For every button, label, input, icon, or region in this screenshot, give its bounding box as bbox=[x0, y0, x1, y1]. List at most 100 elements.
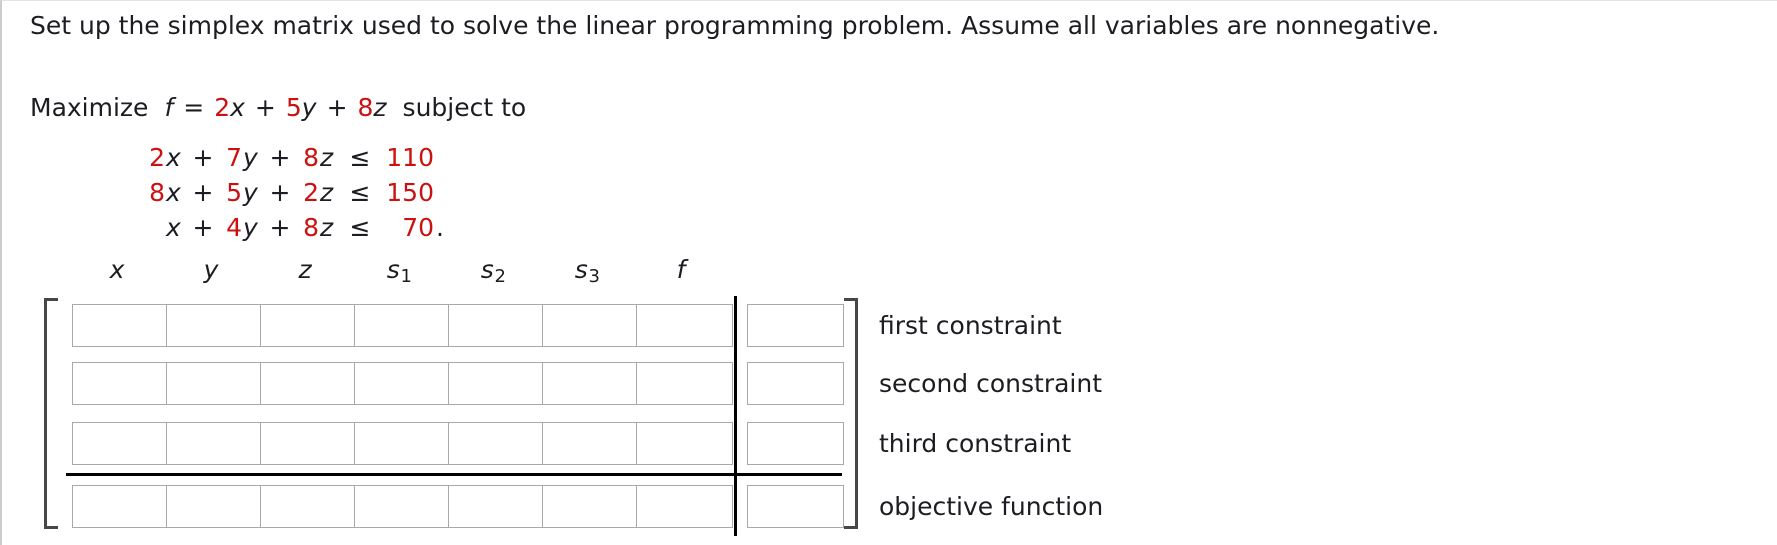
matrix-input-row1-col5[interactable] bbox=[448, 304, 545, 347]
matrix-input-row1-col7[interactable] bbox=[636, 304, 733, 347]
coef: 4 bbox=[226, 213, 242, 242]
matrix-input-row4-col6[interactable] bbox=[542, 485, 639, 528]
matrix-input-row2-col6[interactable] bbox=[542, 362, 639, 405]
matrix-input-row1-col1[interactable] bbox=[72, 304, 169, 347]
matrix-right-bracket bbox=[844, 298, 858, 529]
matrix-input-row1-col3[interactable] bbox=[260, 304, 357, 347]
objective-var-y: y bbox=[301, 93, 317, 122]
coef: 5 bbox=[226, 178, 242, 207]
plus-sign: + bbox=[192, 213, 214, 242]
column-header-y: y bbox=[204, 253, 219, 289]
variable: x bbox=[166, 178, 181, 207]
column-header-x: x bbox=[110, 253, 125, 289]
objective-function-var: f bbox=[164, 93, 174, 122]
matrix-input-row2-col2[interactable] bbox=[166, 362, 263, 405]
variable: y bbox=[243, 178, 258, 207]
matrix-input-row4-col4[interactable] bbox=[354, 485, 451, 528]
matrix-input-row4-col5[interactable] bbox=[448, 485, 545, 528]
coef: 8 bbox=[303, 213, 319, 242]
coef: 2 bbox=[149, 143, 165, 172]
header-base: s bbox=[574, 255, 588, 284]
objective-coef-z: 8 bbox=[357, 93, 374, 122]
matrix-input-row3-col2[interactable] bbox=[166, 422, 263, 465]
plus-sign: + bbox=[192, 178, 214, 207]
column-header-z: z bbox=[298, 253, 311, 289]
matrix-input-row2-col4[interactable] bbox=[354, 362, 451, 405]
equals-sign: = bbox=[183, 93, 205, 122]
column-header-s3: s3 bbox=[574, 253, 600, 289]
column-header-s1: s1 bbox=[386, 253, 412, 289]
matrix-input-row3-col4[interactable] bbox=[354, 422, 451, 465]
plus-sign: + bbox=[269, 143, 291, 172]
plus-sign: + bbox=[269, 178, 291, 207]
coef: 8 bbox=[149, 178, 165, 207]
matrix-input-row2-col1[interactable] bbox=[72, 362, 169, 405]
plus-sign: + bbox=[254, 93, 276, 122]
header-base: f bbox=[676, 255, 686, 284]
matrix-input-row1-col6[interactable] bbox=[542, 304, 639, 347]
header-sub: 3 bbox=[588, 266, 600, 288]
coef: 7 bbox=[226, 143, 242, 172]
header-sub: 2 bbox=[494, 266, 506, 288]
header-sub: 1 bbox=[400, 266, 412, 288]
variable: z bbox=[320, 143, 334, 172]
coef: 8 bbox=[303, 143, 319, 172]
matrix-input-row4-col8-rhs[interactable] bbox=[747, 485, 844, 528]
objective-row-divider-line bbox=[66, 473, 842, 476]
row-label-first-constraint: first constraint bbox=[879, 311, 1062, 340]
coef: 2 bbox=[303, 178, 319, 207]
matrix-input-row3-col7[interactable] bbox=[636, 422, 733, 465]
header-base: z bbox=[298, 255, 312, 284]
matrix-input-row2-col7[interactable] bbox=[636, 362, 733, 405]
matrix-input-row3-col3[interactable] bbox=[260, 422, 357, 465]
augmented-column-divider-line bbox=[734, 296, 737, 536]
objective-coef-y: 5 bbox=[285, 93, 302, 122]
matrix-input-row3-col5[interactable] bbox=[448, 422, 545, 465]
matrix-input-row4-col3[interactable] bbox=[260, 485, 357, 528]
matrix-input-row4-col2[interactable] bbox=[166, 485, 263, 528]
header-base: s bbox=[480, 255, 494, 284]
matrix-input-row1-col8-rhs[interactable] bbox=[747, 304, 844, 347]
objective-var-z: z bbox=[373, 93, 387, 122]
matrix-input-row1-col4[interactable] bbox=[354, 304, 451, 347]
objective-coef-x: 2 bbox=[214, 93, 231, 122]
matrix-left-bracket bbox=[44, 298, 58, 529]
problem-statement: Set up the simplex matrix used to solve … bbox=[30, 11, 1440, 40]
variable: x bbox=[166, 143, 181, 172]
objective-var-x: x bbox=[230, 93, 245, 122]
variable: z bbox=[320, 178, 334, 207]
matrix-input-row3-col1[interactable] bbox=[72, 422, 169, 465]
column-header-f: f bbox=[677, 253, 686, 289]
variable: y bbox=[243, 143, 258, 172]
matrix-input-row2-col3[interactable] bbox=[260, 362, 357, 405]
objective-suffix: subject to bbox=[402, 93, 527, 122]
row-label-third-constraint: third constraint bbox=[879, 429, 1072, 458]
variable: x bbox=[166, 213, 181, 242]
matrix-input-row2-col5[interactable] bbox=[448, 362, 545, 405]
plus-sign: + bbox=[326, 93, 348, 122]
leq-sign: ≤ bbox=[349, 213, 371, 242]
plus-sign: + bbox=[269, 213, 291, 242]
matrix-input-row4-col1[interactable] bbox=[72, 485, 169, 528]
leq-sign: ≤ bbox=[349, 143, 371, 172]
matrix-input-row3-col8-rhs[interactable] bbox=[747, 422, 844, 465]
matrix-input-row4-col7[interactable] bbox=[636, 485, 733, 528]
variable: y bbox=[243, 213, 258, 242]
column-header-s2: s2 bbox=[480, 253, 506, 289]
rhs-value: 110 bbox=[386, 143, 434, 172]
plus-sign: + bbox=[192, 143, 214, 172]
leq-sign: ≤ bbox=[349, 178, 371, 207]
matrix-input-row3-col6[interactable] bbox=[542, 422, 639, 465]
header-base: s bbox=[386, 255, 400, 284]
rhs-value: 70 bbox=[402, 213, 434, 242]
variable: z bbox=[320, 213, 334, 242]
matrix-input-row2-col8-rhs[interactable] bbox=[747, 362, 844, 405]
row-label-objective-function: objective function bbox=[879, 492, 1104, 521]
matrix-input-row1-col2[interactable] bbox=[166, 304, 263, 347]
